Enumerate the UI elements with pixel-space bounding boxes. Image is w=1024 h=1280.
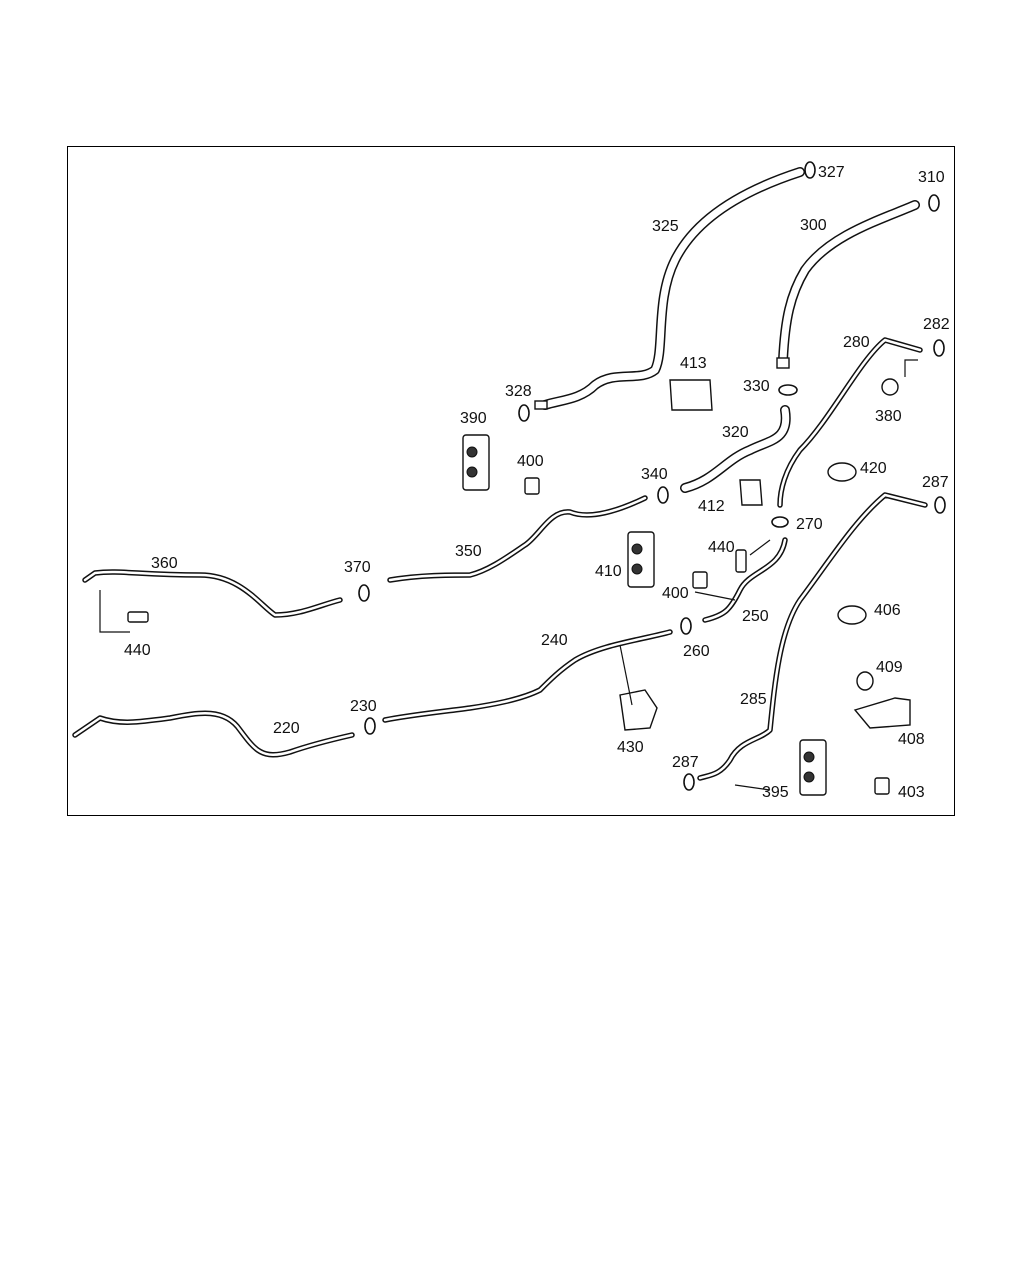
callout-360: 360	[151, 555, 178, 572]
bolt-440-right	[735, 549, 747, 573]
callout-280: 280	[843, 334, 870, 351]
leader-lines	[99, 359, 918, 791]
callout-440-right: 440	[708, 539, 735, 556]
valve-block-395	[799, 739, 827, 796]
clamp-412	[739, 479, 763, 506]
callout-328: 328	[505, 383, 532, 400]
callout-310: 310	[918, 169, 945, 186]
o-ring-282	[933, 339, 945, 357]
clamp-413	[669, 379, 713, 411]
o-ring-260	[680, 617, 692, 635]
o-ring-230	[364, 717, 376, 735]
callout-287-bottom: 287	[672, 754, 699, 771]
hose-320	[680, 405, 791, 493]
pipe-250	[702, 537, 788, 623]
callout-350: 350	[455, 543, 482, 560]
o-ring-327	[804, 161, 816, 179]
o-ring-340	[657, 486, 669, 504]
callout-282: 282	[923, 316, 950, 333]
bolt-400-top	[524, 477, 540, 495]
pipe-280	[777, 337, 923, 508]
callout-325: 325	[652, 218, 679, 235]
bolt-403	[874, 777, 890, 795]
callout-250: 250	[742, 608, 769, 625]
callout-230: 230	[350, 698, 377, 715]
diagram-frame	[67, 146, 955, 816]
bolt-440-left	[127, 611, 149, 623]
pipe-350	[387, 495, 648, 583]
callout-285: 285	[740, 691, 767, 708]
callout-403: 403	[898, 784, 925, 801]
pipe-240	[382, 629, 673, 723]
callout-320: 320	[722, 424, 749, 441]
callout-390: 390	[460, 410, 487, 427]
callout-240: 240	[541, 632, 568, 649]
o-ring-287-bottom	[683, 773, 695, 791]
o-ring-287-top	[934, 496, 946, 514]
o-ring-270	[771, 516, 789, 528]
grommet-409	[856, 671, 874, 691]
callout-406: 406	[874, 602, 901, 619]
callout-413: 413	[680, 355, 707, 372]
nut-380	[881, 378, 899, 396]
callout-440-left: 440	[124, 642, 151, 659]
grommet-406	[837, 605, 867, 625]
valve-block-410	[627, 531, 655, 588]
callout-412: 412	[698, 498, 725, 515]
hose-300	[776, 200, 920, 369]
callout-410: 410	[595, 563, 622, 580]
bracket-408	[853, 697, 911, 729]
callout-327: 327	[818, 164, 845, 181]
valve-block-390	[462, 434, 490, 491]
o-ring-310	[928, 194, 940, 212]
bracket-430	[619, 689, 658, 731]
bolt-400-mid	[692, 571, 708, 589]
callout-430: 430	[617, 739, 644, 756]
pipe-285	[697, 492, 928, 781]
callout-370: 370	[344, 559, 371, 576]
o-ring-370	[358, 584, 370, 602]
grommet-420	[827, 462, 857, 482]
callout-380: 380	[875, 408, 902, 425]
callout-220: 220	[273, 720, 300, 737]
callout-330: 330	[743, 378, 770, 395]
pipe-360	[82, 569, 343, 618]
callout-395: 395	[762, 784, 789, 801]
callout-340: 340	[641, 466, 668, 483]
o-ring-328	[518, 404, 530, 422]
o-ring-330	[778, 384, 798, 396]
callout-287-top: 287	[922, 474, 949, 491]
hose-325	[534, 167, 805, 410]
callout-400-mid: 400	[662, 585, 689, 602]
callout-408: 408	[898, 731, 925, 748]
callout-400-top: 400	[517, 453, 544, 470]
callout-260: 260	[683, 643, 710, 660]
callout-420: 420	[860, 460, 887, 477]
pipe-220	[72, 710, 355, 758]
callout-409: 409	[876, 659, 903, 676]
callout-300: 300	[800, 217, 827, 234]
callout-270: 270	[796, 516, 823, 533]
